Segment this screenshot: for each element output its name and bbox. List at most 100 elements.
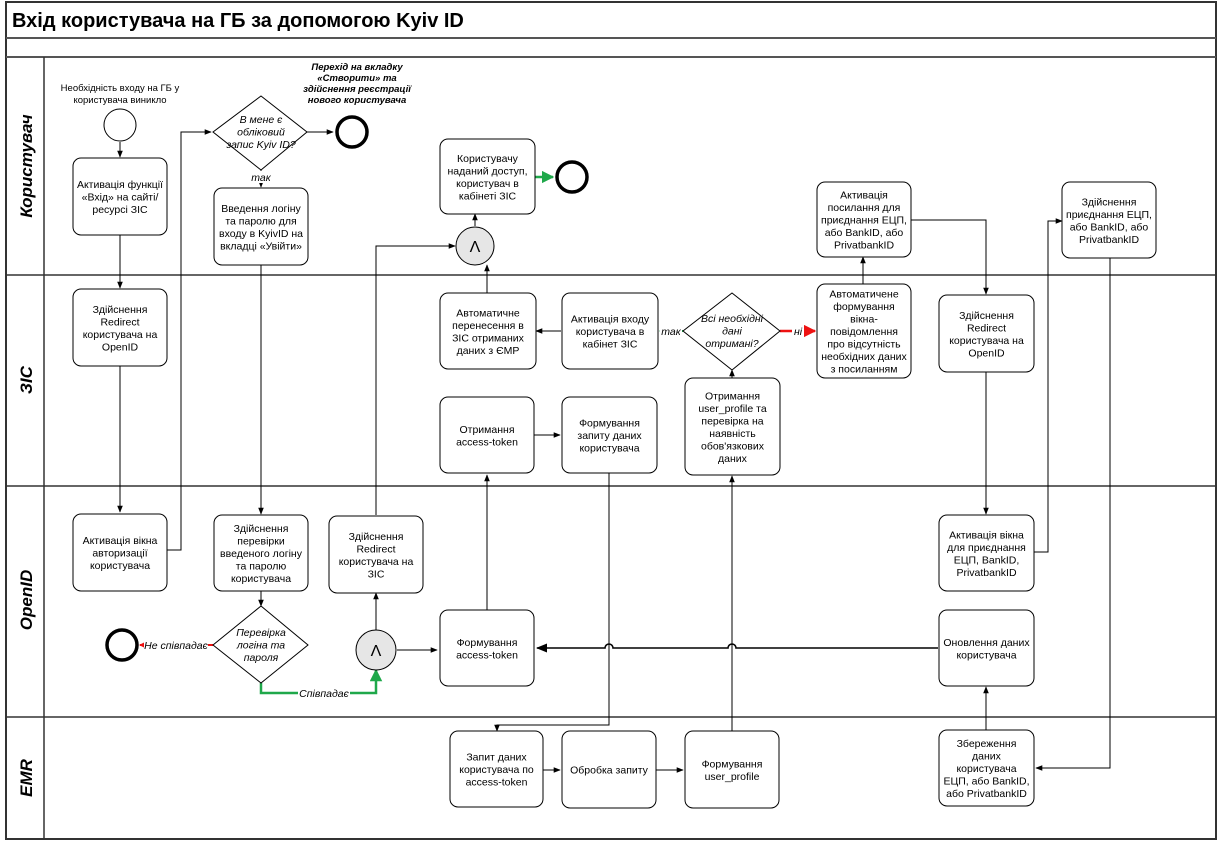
task-box[interactable] <box>938 514 1035 592</box>
task-label-line: входу в KyivID на <box>219 228 303 240</box>
task-box[interactable] <box>938 294 1035 373</box>
task-box[interactable] <box>439 138 536 215</box>
task-label-line: Обробка запиту <box>570 765 649 777</box>
task-label-line: access-token <box>466 777 528 789</box>
end-event-register[interactable] <box>335 115 369 149</box>
task-label-line: користувача <box>579 443 639 455</box>
task-label-line: авторизації <box>92 548 147 560</box>
task-label-line: PrivatbankID <box>1079 234 1140 246</box>
task-label-line: даних з ЄМР <box>457 345 520 357</box>
task-label-line: Redirect <box>100 316 139 328</box>
task-box[interactable] <box>449 730 544 808</box>
task-label-line: перевірки <box>237 536 285 548</box>
parallel-gateway-openid[interactable] <box>355 629 397 671</box>
task-auto-message[interactable]: Автоматиченеформуваннявікна-повідомлення… <box>816 283 912 379</box>
task-label-line: користувача <box>956 649 1016 661</box>
and-symbol-top: Λ <box>470 239 481 256</box>
task-label-line: PrivatbankID <box>956 567 1017 579</box>
gateway-label-has-account: обліковий <box>237 127 285 139</box>
task-box[interactable] <box>561 730 657 809</box>
diagram-title: Вхід користувача на ГБ за допомогою Kyiv… <box>12 10 464 32</box>
flow-update-to-form-token <box>535 643 938 653</box>
task-box[interactable] <box>213 514 309 592</box>
task-label-line: access-token <box>456 649 518 661</box>
task-box[interactable] <box>938 609 1035 687</box>
task-box[interactable] <box>684 377 781 476</box>
task-label-line: або BankID, або <box>825 227 904 239</box>
flow-redirect-zis-to-and <box>375 243 456 515</box>
end-event-mismatch[interactable] <box>105 628 139 662</box>
task-label-line: користувача на <box>83 329 158 341</box>
task-label-line: Формування <box>702 758 763 770</box>
lane-label-openid: OpenID <box>17 570 36 630</box>
task-label-line: Redirect <box>356 543 395 555</box>
task-box[interactable] <box>816 181 912 258</box>
task-box[interactable] <box>439 609 535 687</box>
task-label-line: OpenID <box>968 347 1005 359</box>
task-box[interactable] <box>684 730 780 809</box>
task-label-line: наданий доступ, <box>447 165 527 177</box>
gateway-has-account[interactable] <box>212 95 308 171</box>
task-label-line: з посиланням <box>831 364 898 376</box>
task-box[interactable] <box>816 283 912 379</box>
parallel-gateway-top[interactable] <box>455 226 495 266</box>
task-box[interactable] <box>213 187 309 266</box>
task-label-line: ЗІС отриманих <box>452 332 525 344</box>
task-label-line: користувача <box>231 573 291 585</box>
task-box[interactable] <box>328 515 424 594</box>
task-label-line: користувача на <box>339 556 414 568</box>
task-label-line: Введення логіну <box>221 203 301 215</box>
start-event[interactable] <box>103 108 137 142</box>
task-label-line: Отримання <box>705 390 760 402</box>
task-box[interactable] <box>561 292 659 370</box>
lane-label-zis: ЗІС <box>17 365 36 394</box>
task-box[interactable] <box>439 396 535 474</box>
gateway-label-check-login: пароля <box>244 652 279 664</box>
task-label-line: Активація входу <box>571 314 650 326</box>
task-label-line: Отримання <box>459 424 514 436</box>
task-box[interactable] <box>1061 181 1157 259</box>
task-process-request[interactable]: Обробка запиту <box>561 730 657 809</box>
task-label-line: кабінет ЗІС <box>583 339 638 351</box>
end-event-access[interactable] <box>555 160 589 194</box>
task-box[interactable] <box>72 288 168 367</box>
task-label-line: даних <box>972 751 1002 763</box>
gateway-check-login[interactable] <box>212 605 309 684</box>
task-label-line: користувач в <box>456 178 519 190</box>
task-label-line: користувача на <box>949 335 1024 347</box>
task-box[interactable] <box>938 729 1035 807</box>
lane-label-emr: EMR <box>17 758 36 797</box>
task-label-line: користувача <box>956 763 1016 775</box>
task-label-line: Автоматичне <box>456 307 520 319</box>
gateway-label-has-account: запис Kyiv ID? <box>225 139 296 151</box>
label-match: Співпадає <box>299 688 349 700</box>
flow-labels: так так ні Не співпадає Співпадає <box>144 171 804 700</box>
task-box[interactable] <box>439 292 537 370</box>
task-box[interactable] <box>72 513 168 592</box>
task-box[interactable] <box>72 157 168 236</box>
task-activate-login[interactable]: Активація функції«Вхід» на сайті/ресурсі… <box>72 157 168 236</box>
gateway-data-received[interactable] <box>682 292 781 371</box>
task-box[interactable] <box>561 396 658 474</box>
